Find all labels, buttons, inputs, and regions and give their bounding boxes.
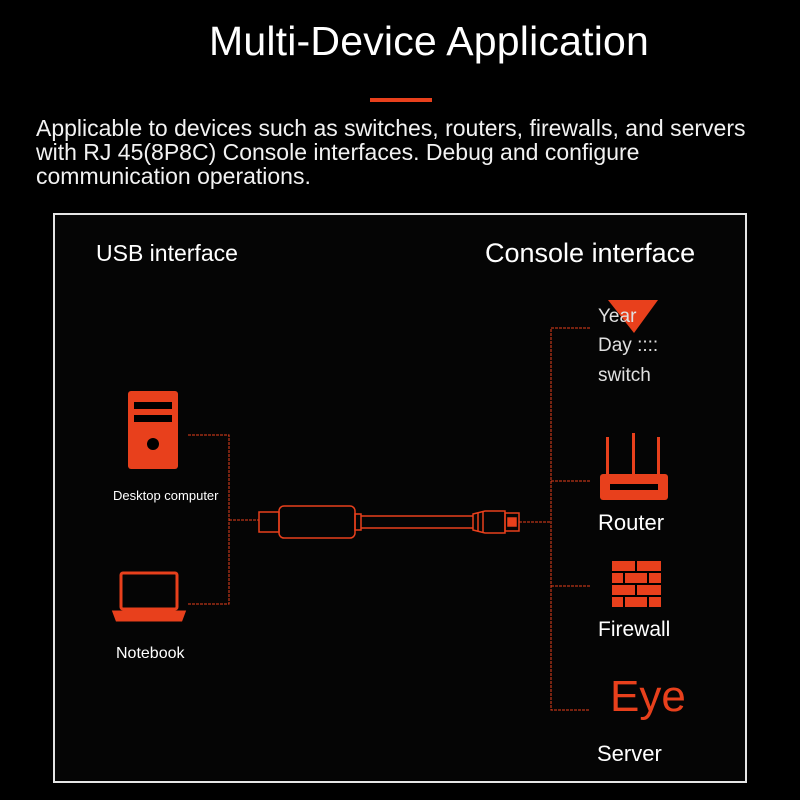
left-connection-lines (188, 434, 259, 605)
usb-plug-icon (258, 505, 362, 539)
title-underline-accent (370, 98, 432, 102)
server-label: Server (597, 741, 662, 766)
firewall-brick-icon (612, 561, 661, 607)
desktop-computer-label: Desktop computer (113, 488, 219, 503)
desktop-tower-icon (128, 391, 178, 469)
notebook-label: Notebook (116, 645, 185, 662)
switch-label-line-1: Year (598, 306, 637, 327)
usb-interface-heading: USB interface (96, 240, 238, 266)
switch-label-line-3: switch (598, 365, 651, 386)
router-label: Router (598, 510, 665, 535)
page-title: Multi-Device Application (208, 18, 650, 64)
right-connection-lines (519, 327, 590, 711)
cable (361, 515, 473, 529)
rj45-plug-icon (472, 510, 520, 534)
router-icon (600, 433, 668, 500)
server-icon-text: Eye (610, 672, 686, 721)
laptop-icon (111, 571, 187, 622)
console-interface-heading: Console interface (485, 238, 696, 268)
switch-label-line-2: Day :::: (598, 335, 659, 356)
switch-label: Year Day :::: switch (598, 302, 658, 390)
firewall-label: Firewall (598, 618, 671, 641)
description-text: Applicable to devices such as switches, … (36, 115, 746, 189)
down-triangle-icon (608, 300, 658, 333)
